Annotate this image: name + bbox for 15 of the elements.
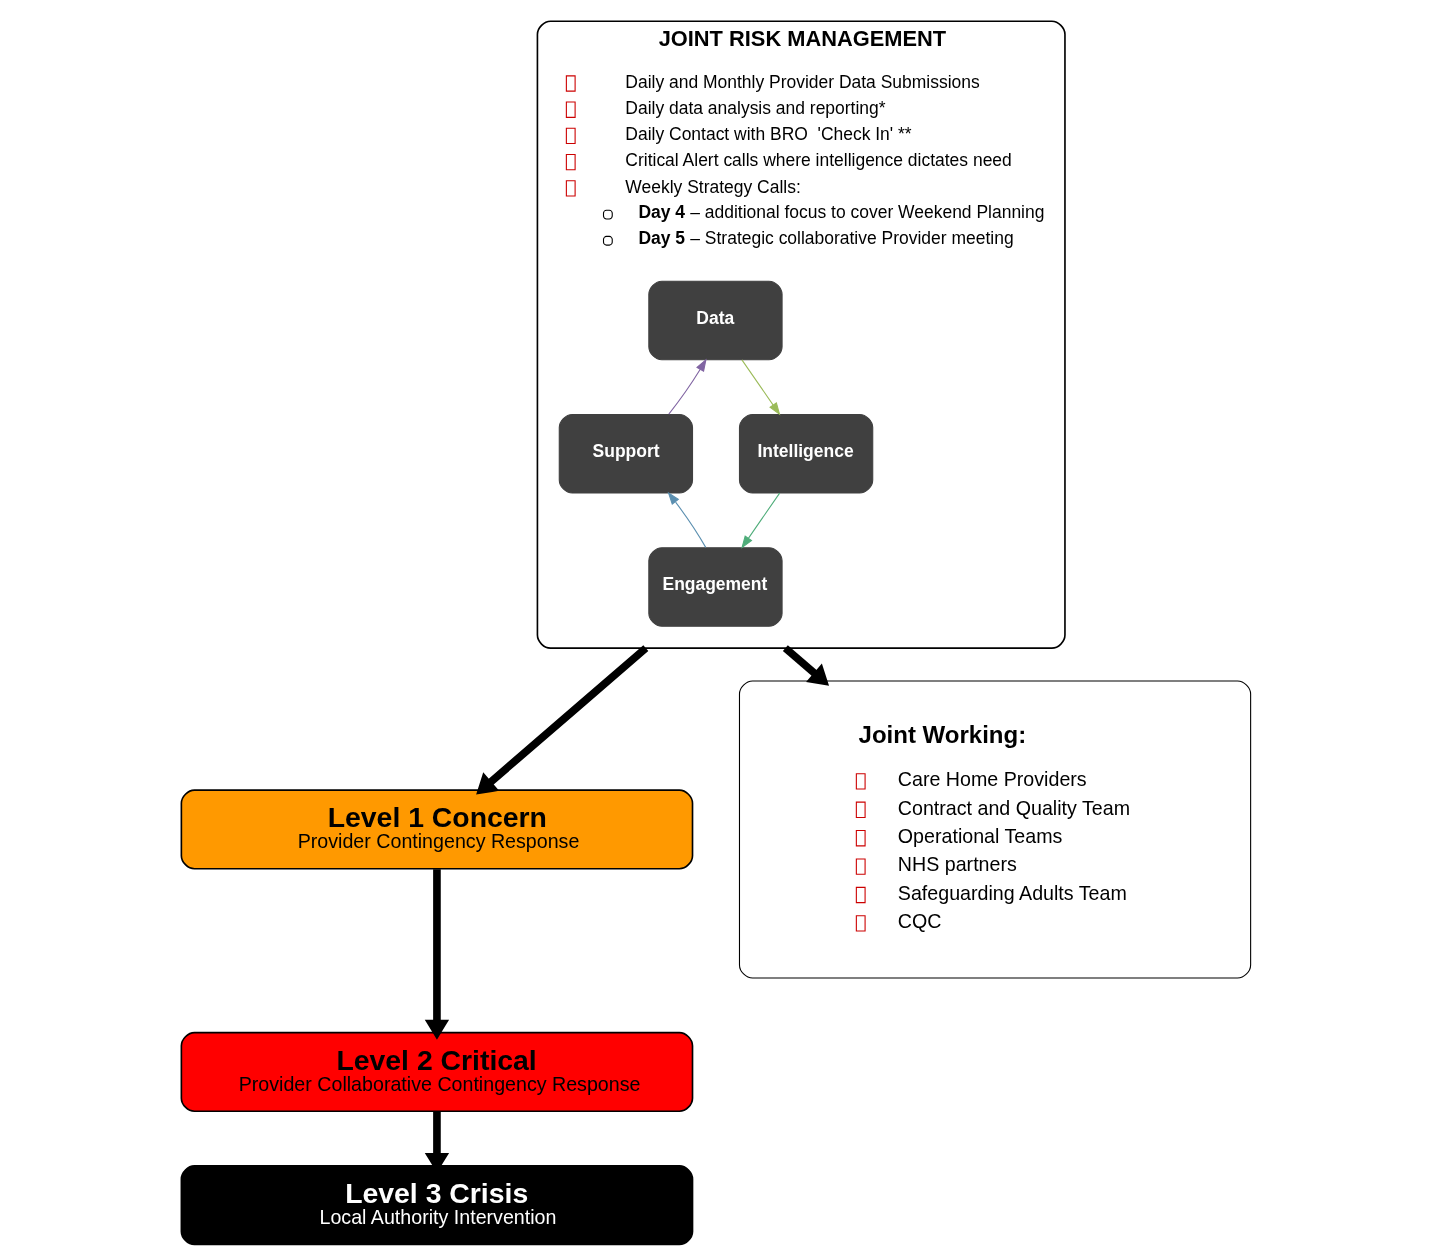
node-box: Joint Working: Care Home Providers Contract and Quality Team Operational Teams NHS partners Safeguarding Adults Team CQC xyxy=(738,680,1251,979)
node-box: Level 3 Crisis Local Authority Intervention xyxy=(180,1165,693,1246)
arrow xyxy=(475,645,648,795)
node-box: Support xyxy=(558,413,693,494)
node-box: Level 2 Critical Provider Collaborative Contingency Response xyxy=(180,1031,693,1113)
arrow xyxy=(424,869,449,1040)
arrow xyxy=(740,359,780,416)
arrow xyxy=(782,645,829,686)
arrow xyxy=(740,492,780,549)
node-box: Engagement xyxy=(647,547,783,627)
node-box: Intelligence xyxy=(738,413,873,494)
arrow xyxy=(667,358,707,415)
node-box: Level 1 Concern Provider Contingency Response xyxy=(180,789,693,870)
arrow xyxy=(667,491,706,548)
node-box: Data xyxy=(647,280,783,361)
